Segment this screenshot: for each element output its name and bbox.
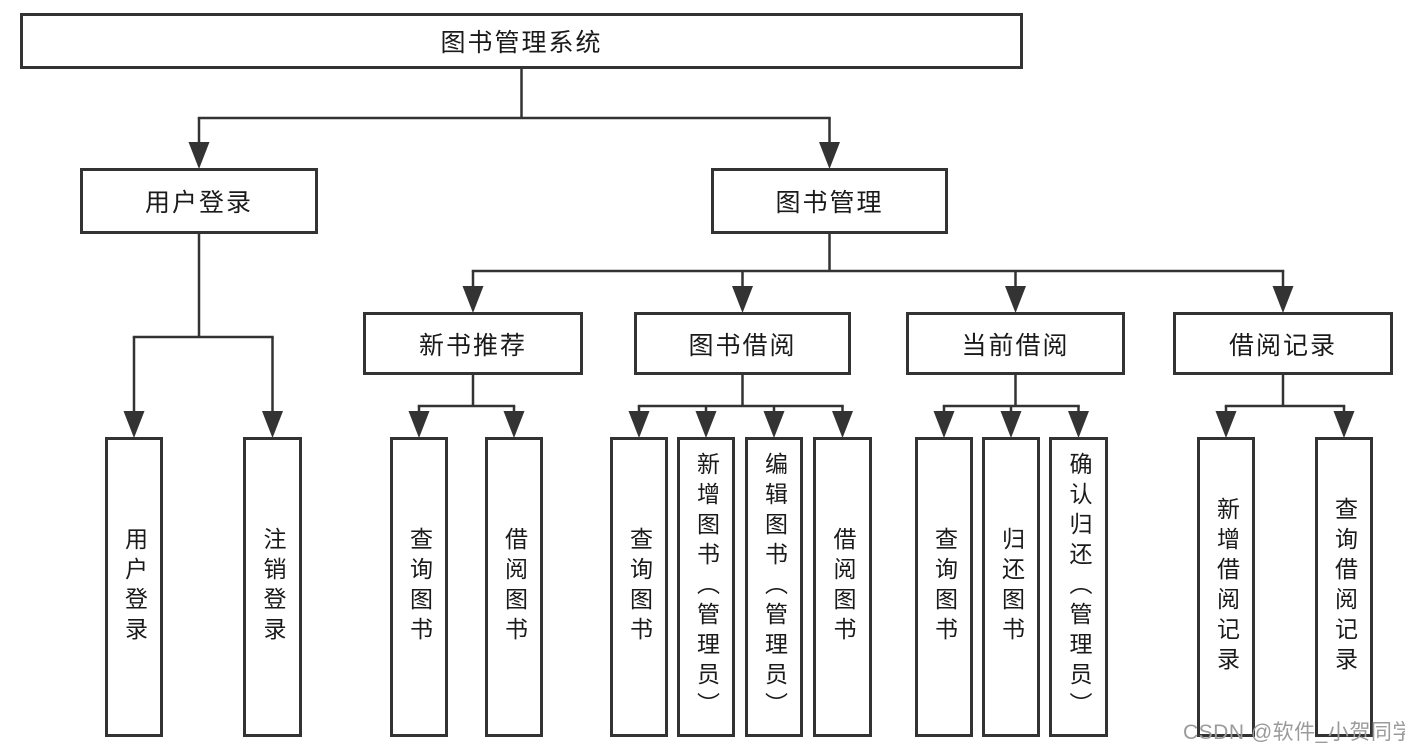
node-query-books-cb: 查询图书 [915,437,973,737]
node-query-books-nb: 查询图书 [390,437,448,737]
node-confirm-return: 确认归还（管理员） [1049,437,1108,737]
arrowhead-icon [732,286,753,313]
node-book-mgmt: 图书管理 [711,168,948,234]
arrowhead-icon [1215,411,1237,438]
node-label: 新增借阅记录 [1213,497,1240,677]
node-current-borrow: 当前借阅 [906,312,1125,375]
node-query-books-bb: 查询图书 [610,437,668,737]
node-label: 用户登录 [121,527,148,647]
node-borrow-books-nb: 借阅图书 [485,437,543,737]
arrowhead-icon [1000,411,1022,438]
node-label: 确认归还（管理员） [1066,452,1092,722]
node-user-login: 用户登录 [80,168,318,234]
arrowhead-icon [763,411,785,438]
arrowhead-icon [933,411,955,438]
node-label: 查询图书 [406,527,433,647]
node-add-borrow-rec: 新增借阅记录 [1197,437,1255,737]
arrowhead-icon [1068,411,1089,438]
node-add-book: 新增图书（管理员） [677,437,735,737]
arrowhead-icon [1272,286,1294,313]
node-book-borrow: 图书借阅 [634,312,851,375]
node-label: 注销登录 [260,527,286,647]
node-label: 查询图书 [931,527,958,647]
arrowhead-icon [1333,411,1355,438]
node-label: 借阅图书 [501,527,528,647]
csdn-watermark: CSDN @软件_小贺同学 [1183,721,1405,744]
node-logout-op: 注销登录 [243,437,302,737]
node-borrow-records: 借阅记录 [1173,312,1393,375]
node-label: 查询图书 [626,527,653,647]
arrowhead-icon [1005,286,1026,313]
node-user-login-op: 用户登录 [105,437,163,737]
arrowhead-icon [462,286,484,313]
node-label: 图书借阅 [688,331,797,360]
node-query-borrow-rec: 查询借阅记录 [1315,437,1373,737]
arrowhead-icon [408,411,430,438]
node-label: 图书管理系统 [440,29,603,57]
node-borrow-books-bb: 借阅图书 [813,437,872,737]
node-label: 当前借阅 [961,331,1070,360]
arrowhead-icon [123,411,145,438]
arrowhead-icon [628,411,650,438]
node-return-book: 归还图书 [982,437,1040,737]
node-label: 编辑图书（管理员） [761,452,788,722]
node-label: 新书推荐 [418,331,527,360]
node-root: 图书管理系统 [20,13,1023,69]
node-label: 归还图书 [998,527,1025,647]
node-label: 用户登录 [144,189,253,217]
node-label: 查询借阅记录 [1331,497,1358,677]
node-label: 图书管理 [775,189,884,217]
arrowhead-icon [819,142,840,169]
node-label: 借阅记录 [1228,331,1337,360]
arrowhead-icon [188,142,210,169]
arrowhead-icon [503,411,525,438]
node-label: 借阅图书 [830,527,856,647]
arrowhead-icon [262,411,283,438]
arrowhead-icon [832,411,853,438]
arrowhead-icon [695,411,717,438]
node-label: 新增图书（管理员） [693,452,720,722]
node-edit-book: 编辑图书（管理员） [745,437,803,737]
node-new-book-rec: 新书推荐 [363,312,583,375]
